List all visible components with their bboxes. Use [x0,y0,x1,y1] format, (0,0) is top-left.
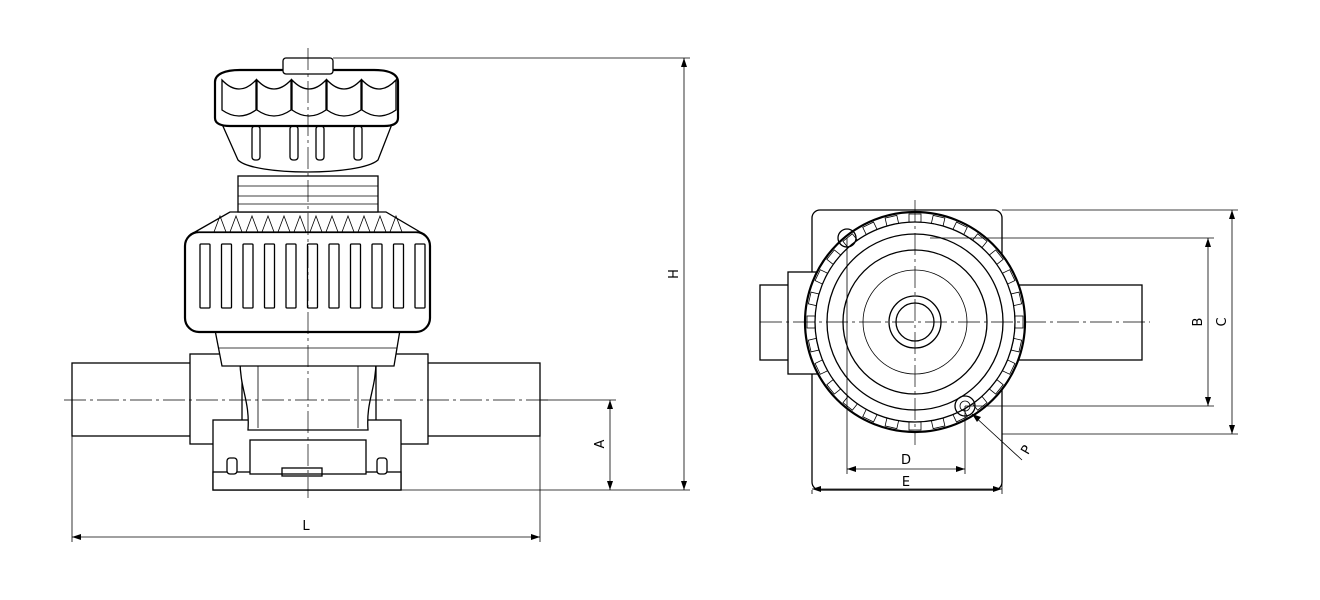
stud-left [226,457,238,475]
label-D: D [901,453,911,468]
rim-tooth [930,417,946,430]
rim-tooth [884,214,900,227]
cone-tooth [277,214,291,233]
bonnet-rib [285,243,297,309]
label-B: B [1191,318,1206,327]
rim-tooth [988,379,1004,395]
bonnet-rib [306,243,319,309]
rim-tooth [1014,315,1024,329]
label-P: P [1019,443,1036,457]
front-dimensions [71,57,690,542]
label-L: L [302,519,310,534]
rim-tooth [884,417,900,430]
bonnet-rib [242,243,254,309]
rim-tooth [930,214,946,227]
rim-tooth [908,421,922,431]
cone-tooth [389,214,403,233]
rim-tooth [814,269,829,285]
cone-tooth [229,214,243,233]
bonnet-ribs [199,243,426,309]
bonnet-rib [414,243,426,309]
rim-teeth [806,213,1024,431]
front-view [64,48,552,498]
rim-tooth [842,395,858,411]
bonnet-rib [349,243,362,309]
handwheel-grip [291,78,327,117]
bonnet-rib [328,243,340,309]
handwheel-grip [256,78,292,117]
top-dimensions [811,209,1238,494]
stud-right [376,457,388,475]
cone-tooth [341,214,355,233]
cone-tooth [261,214,275,233]
cone-tooth [309,214,323,233]
handwheel-grip [326,78,362,117]
cone-teeth [213,214,403,233]
label-C: C [1215,317,1230,326]
base-plate [212,471,402,491]
rim-tooth [826,249,842,265]
bonnet-cone [192,211,423,233]
cone-tooth [245,214,259,233]
handwheel-skirt [220,123,393,173]
handwheel-grips [221,78,397,117]
bonnet-rib [392,243,405,309]
top-view [759,200,1150,491]
pipe-stub-right [1005,284,1143,361]
handwheel-grip [361,78,397,117]
rim-tooth [952,408,968,423]
label-A: A [593,439,608,448]
label-E: E [902,475,910,490]
rim-tooth [952,221,968,236]
rim-tooth [862,221,878,236]
label-H: H [667,269,682,279]
bonnet-rib [220,243,233,309]
pipe-right [419,362,541,437]
rim-tooth [807,291,820,307]
rim-tooth [988,249,1004,265]
base-tab [281,467,323,477]
rim-tooth [1010,337,1023,353]
rim-tooth [826,379,842,395]
bonnet-rib [263,243,276,309]
bonnet-rib [371,243,383,309]
bonnet-rib [199,243,211,309]
rim-tooth [814,359,829,375]
cone-tooth [357,214,371,233]
cone-tooth [213,214,227,233]
pipe-left [71,362,193,437]
rim-tooth [1010,291,1023,307]
handwheel [214,69,399,127]
rim-tooth [1001,269,1016,285]
cone-tooth [373,214,387,233]
rim-tooth [842,233,858,249]
rim-tooth [1001,359,1016,375]
rim-tooth [862,408,878,423]
rim-tooth [972,233,988,249]
rim-tooth [807,337,820,353]
cone-tooth [325,214,339,233]
handwheel-grip [221,78,257,117]
cone-tooth [293,214,307,233]
